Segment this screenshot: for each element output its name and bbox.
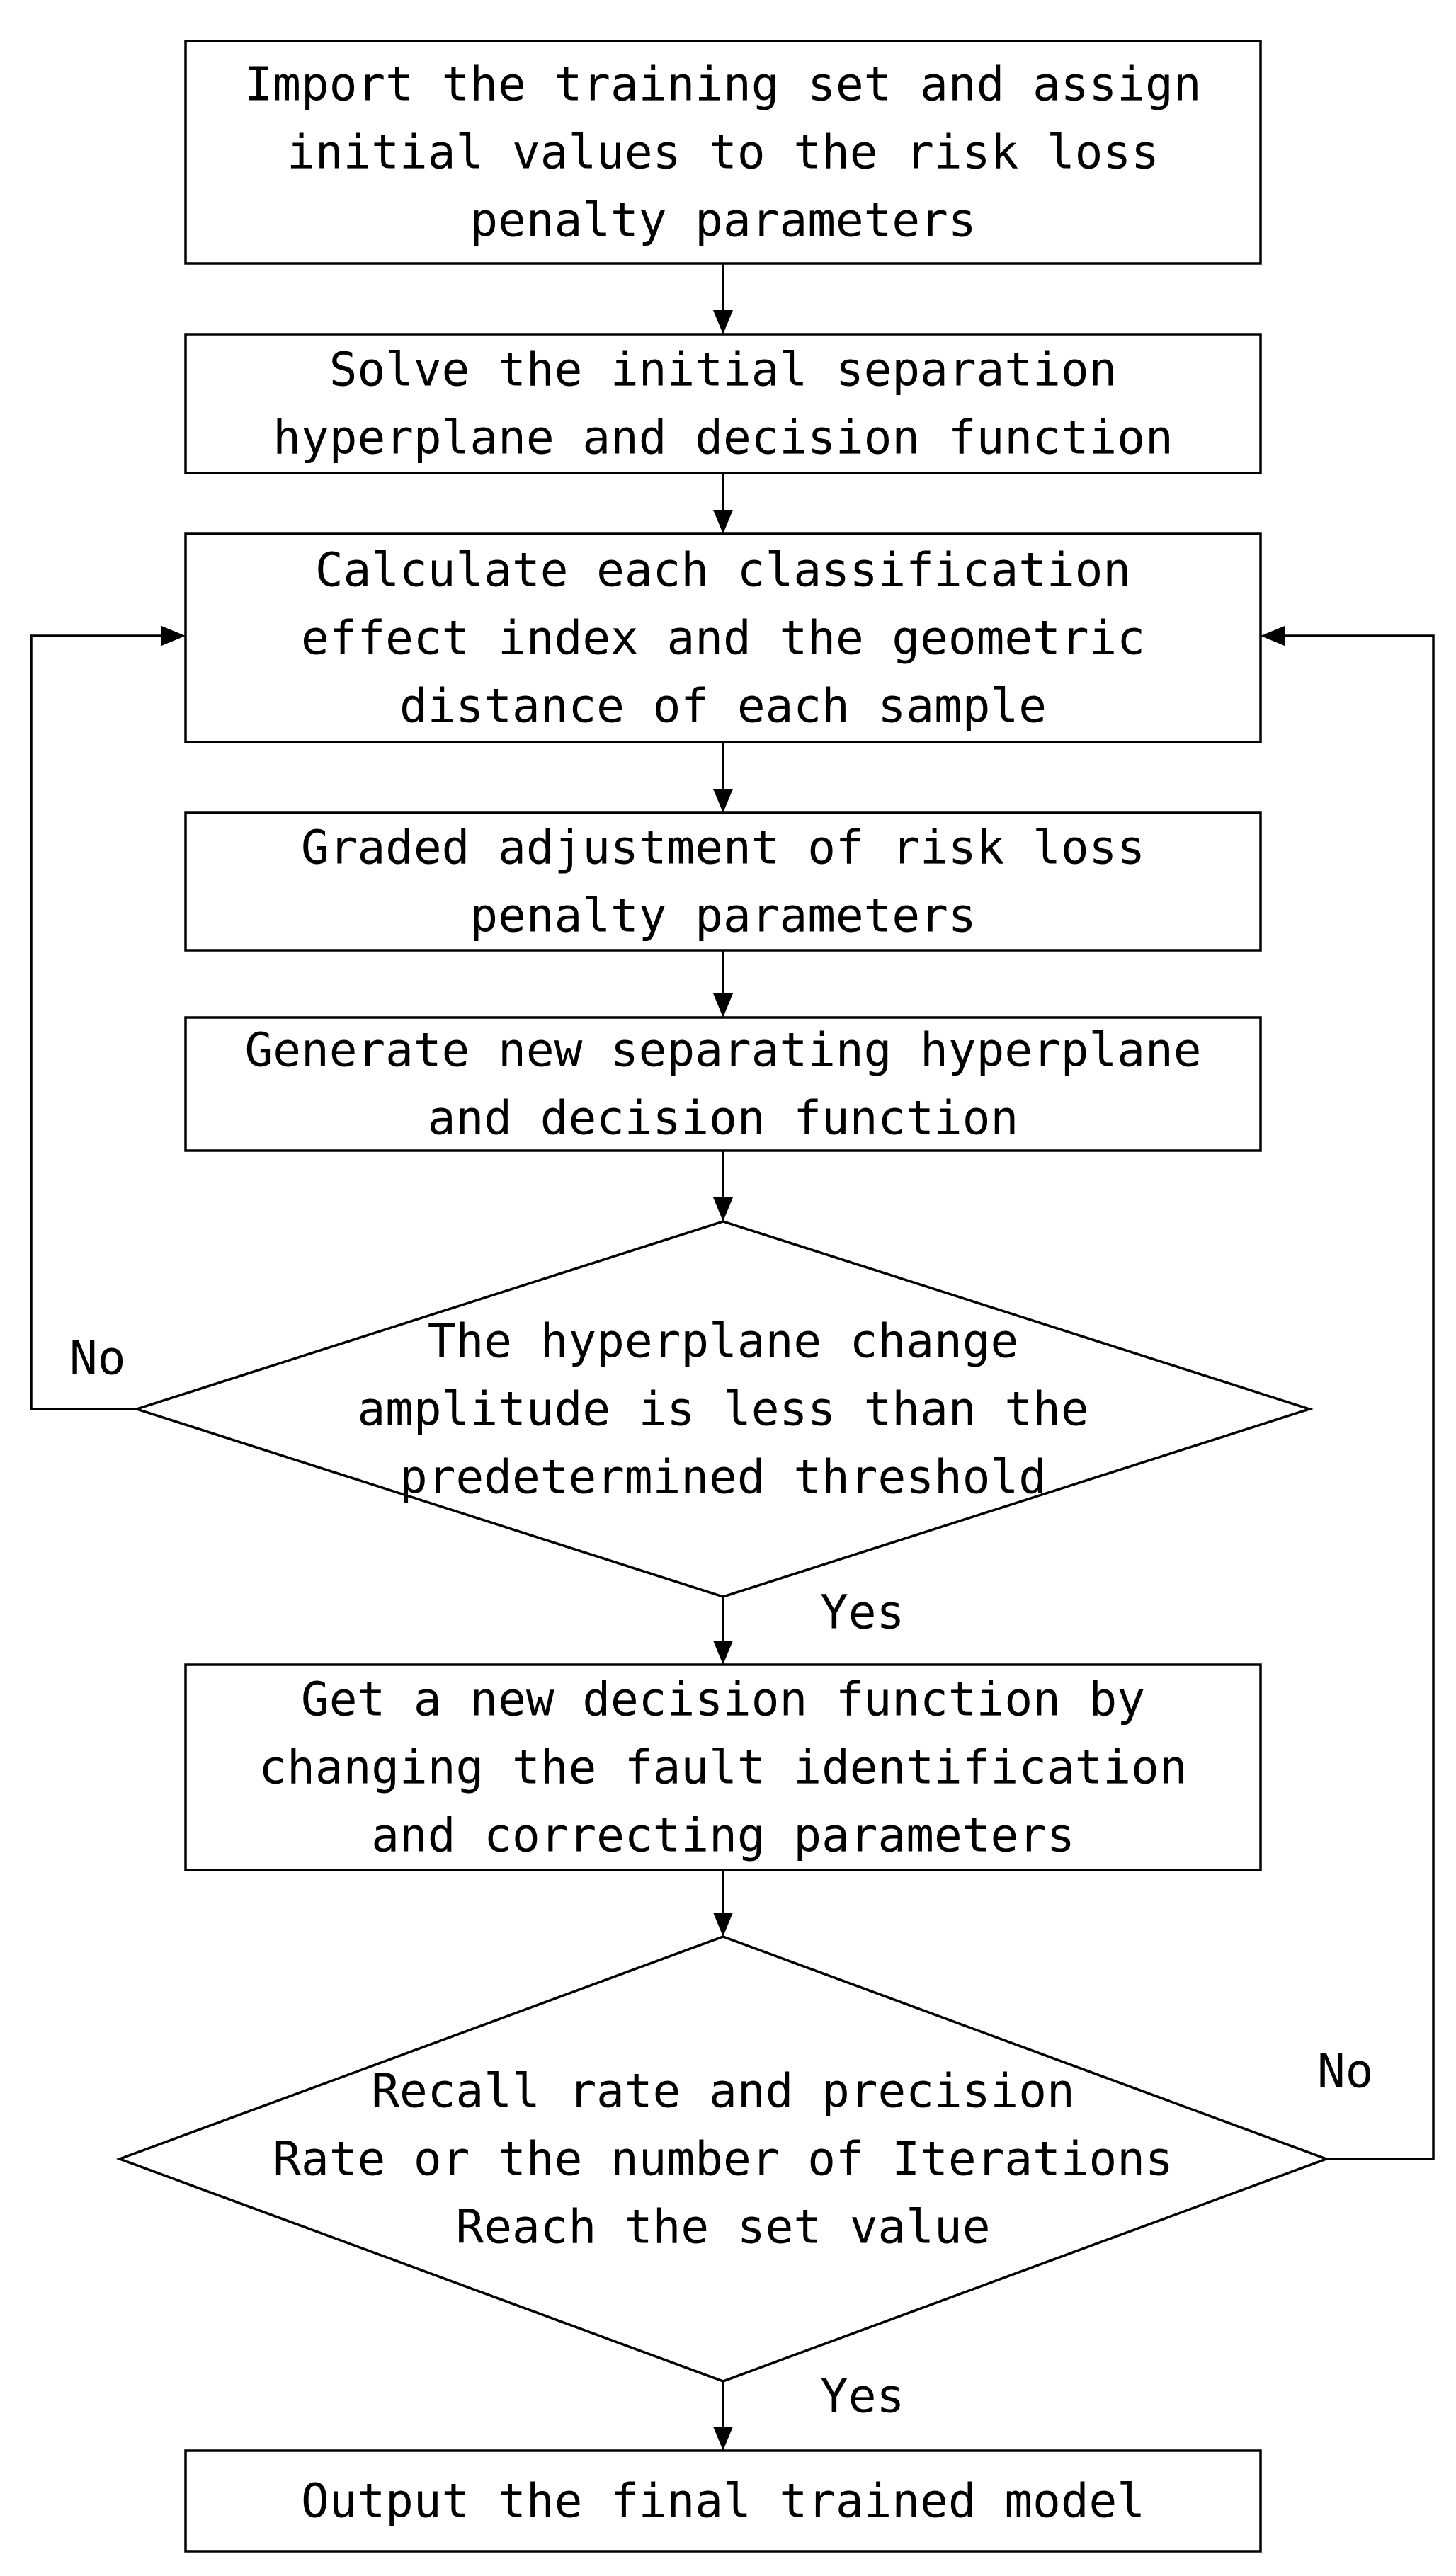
- node-text-line: Output the final trained model: [301, 2474, 1145, 2529]
- edge-label-no: No: [69, 1331, 125, 1386]
- node-text-line: Reach the set value: [456, 2200, 991, 2255]
- process-box: [184, 333, 1262, 474]
- process-box: [184, 811, 1262, 952]
- process-box: [184, 1016, 1262, 1152]
- node-text-line: Rate or the number of Iterations: [273, 2132, 1173, 2187]
- node-text-line: initial values to the risk loss: [287, 125, 1159, 180]
- edge-graded-to-generate: [713, 950, 733, 1018]
- edge-recall-no-loop: No: [1261, 626, 1435, 2160]
- node-text-line: Recall rate and precision: [371, 2064, 1074, 2119]
- node-hyperplane-change-check: The hyperplane change amplitude is less t…: [132, 1220, 1314, 1598]
- node-import-training-set: Import the training set and assign initia…: [184, 40, 1262, 265]
- node-graded-adjustment: Graded adjustment of risk loss penalty pa…: [184, 811, 1262, 952]
- edge-solve-to-calculate: [713, 473, 733, 534]
- node-text-line: penalty parameters: [470, 193, 976, 248]
- node-text-line: Get a new decision function by: [301, 1672, 1145, 1727]
- node-text-line: Calculate each classification: [315, 543, 1131, 598]
- connector-line: [1282, 634, 1435, 2160]
- node-text-line: penalty parameters: [470, 889, 976, 943]
- arrowhead: [713, 1197, 733, 1221]
- node-text-line: Generate new separating hyperplane: [244, 1023, 1201, 1078]
- edge-label-no: No: [1317, 2044, 1373, 2099]
- node-text-line: Graded adjustment of risk loss: [301, 821, 1145, 875]
- process-box: [184, 2449, 1262, 2553]
- node-text-line: predetermined threshold: [399, 1450, 1047, 1505]
- edge-new-decision-to-recall: [713, 1870, 733, 1937]
- node-text-line: Solve the initial separation: [329, 343, 1117, 397]
- edge-check-yes-to-new-decision: Yes: [713, 1585, 904, 1665]
- edge-calculate-to-graded: [713, 742, 733, 813]
- node-text-line: The hyperplane change: [428, 1314, 1018, 1369]
- arrowhead: [713, 510, 733, 534]
- edge-check-no-loop: No: [30, 626, 186, 1410]
- node-text-line: effect index and the geometric: [301, 611, 1145, 666]
- arrowhead: [713, 993, 733, 1018]
- connector-line: [30, 634, 164, 1410]
- decision-diamond: [115, 1935, 1331, 2383]
- arrowhead: [713, 789, 733, 813]
- node-calculate-effect-index: Calculate each classification effect inde…: [184, 532, 1262, 743]
- arrowhead: [713, 1641, 733, 1665]
- edge-recall-yes-to-output: Yes: [713, 2369, 904, 2451]
- arrowhead: [1261, 626, 1285, 646]
- node-generate-new-hyperplane: Generate new separating hyperplane and de…: [184, 1016, 1262, 1152]
- node-text-line: and decision function: [428, 1091, 1018, 1146]
- node-text-line: hyperplane and decision function: [273, 411, 1173, 465]
- node-new-decision-function: Get a new decision function by changing t…: [184, 1663, 1262, 1871]
- edge-label-yes: Yes: [820, 1585, 904, 1640]
- decision-diamond: [132, 1220, 1314, 1598]
- arrowhead: [713, 2427, 733, 2451]
- node-text-line: amplitude is less than the: [357, 1382, 1088, 1437]
- process-box: [184, 532, 1262, 743]
- arrowhead: [713, 310, 733, 334]
- edge-generate-to-check: [713, 1151, 733, 1221]
- process-box: [184, 40, 1262, 265]
- node-solve-initial-hyperplane: Solve the initial separation hyperplane a…: [184, 333, 1262, 474]
- node-text-line: and correcting parameters: [371, 1808, 1074, 1863]
- edge-import-to-solve: [713, 263, 733, 334]
- node-output-final-model: Output the final trained model: [184, 2449, 1262, 2553]
- node-text-line: changing the fault identification: [258, 1740, 1187, 1795]
- arrowhead: [713, 1913, 733, 1937]
- process-box: [184, 1663, 1262, 1871]
- node-text-line: distance of each sample: [399, 679, 1047, 734]
- node-text-line: Import the training set and assign: [244, 57, 1201, 112]
- edge-label-yes: Yes: [820, 2369, 904, 2424]
- arrowhead: [161, 626, 186, 646]
